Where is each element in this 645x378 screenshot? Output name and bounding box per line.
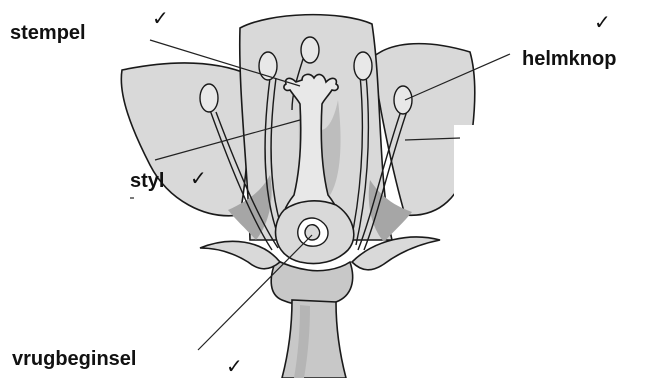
- label-stempel: stempel: [10, 22, 86, 45]
- check-mark-icon: ✓: [152, 6, 169, 30]
- label-vrugbeginsel: vrugbeginsel: [12, 348, 136, 371]
- check-mark-icon: ✓: [226, 354, 243, 378]
- sepal-right: [352, 237, 440, 270]
- receptacle: [271, 260, 352, 306]
- sepal-left: [200, 241, 280, 268]
- check-mark-icon: ✓: [190, 166, 207, 190]
- label-styl: styl: [130, 170, 164, 193]
- ovary: [276, 201, 354, 264]
- stalk: [282, 300, 346, 378]
- check-mark-icon: ✓: [594, 10, 611, 34]
- label-helmknop: helmknop: [522, 48, 616, 71]
